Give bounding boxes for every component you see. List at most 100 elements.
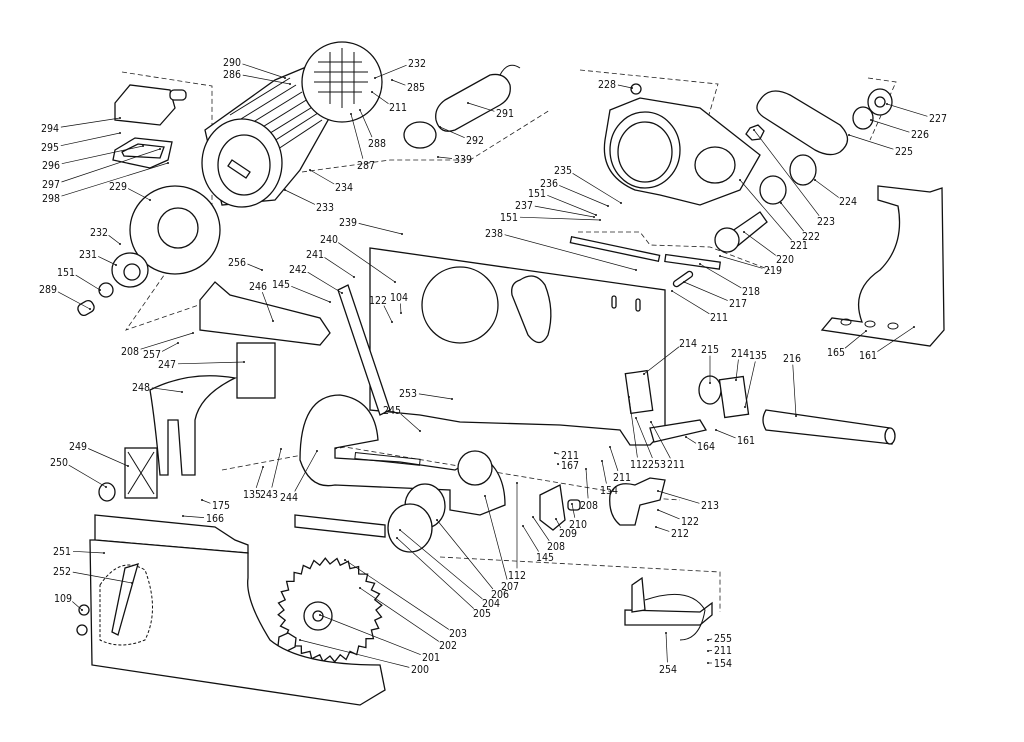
part-number-label: 213 [701, 500, 719, 512]
leader-dot [177, 342, 179, 344]
leader-line [555, 518, 562, 529]
leader-line [61, 148, 161, 183]
shafts [569, 235, 721, 288]
part-number-label: 151 [57, 267, 75, 279]
leader-dot [127, 465, 129, 467]
leader-dot [522, 525, 524, 527]
leader-dot [289, 83, 291, 85]
leader-line [655, 526, 670, 532]
part-number-label: 109 [54, 593, 72, 605]
leader-line [522, 525, 539, 552]
leader-line [739, 179, 792, 241]
leader-line [400, 303, 402, 314]
leader-line [609, 446, 619, 472]
part-number-label: 212 [671, 528, 689, 540]
knob-210 [567, 499, 581, 511]
ring-205 [387, 503, 433, 553]
leader-line [127, 188, 151, 201]
leader-line [504, 234, 637, 271]
part-number-label: 253 [648, 459, 666, 471]
leader-dot [744, 406, 746, 408]
leader-dot [739, 179, 741, 181]
leader-line [319, 614, 421, 656]
bracket-254 [624, 576, 713, 641]
leader-line [344, 559, 449, 630]
part-number-label: 135 [243, 489, 261, 501]
main-panel-body [369, 247, 666, 446]
plate-214b [718, 375, 750, 419]
part-number-label: 239 [339, 217, 357, 229]
leader-line [161, 342, 179, 352]
part-number-label: 135 [749, 350, 767, 362]
belt-cover-hub [694, 146, 736, 184]
bracket-165 [820, 185, 945, 347]
plate-214a [624, 369, 654, 415]
part-number-label: 244 [280, 492, 298, 504]
leader-dot [650, 421, 652, 423]
part-number-label: 229 [109, 181, 127, 193]
leader-dot [451, 398, 453, 400]
leader-dot [707, 639, 709, 641]
part-number-label: 221 [790, 240, 808, 252]
leader-dot [795, 415, 797, 417]
leader-line [98, 256, 117, 266]
leader-line [350, 113, 364, 159]
leader-dot [620, 202, 622, 204]
leader-line [635, 417, 653, 459]
part-number-label: 223 [817, 216, 835, 228]
leader-line [75, 274, 101, 291]
leader-line [182, 515, 205, 518]
shaft-group-boundary [578, 231, 771, 271]
part-number-label: 247 [158, 359, 176, 371]
leader-line [437, 156, 453, 159]
leader-dot [167, 162, 169, 164]
part-number-label: 200 [411, 664, 429, 676]
leader-dot [707, 650, 709, 652]
leader-dot [142, 145, 144, 147]
part-number-label: 215 [701, 344, 719, 356]
leader-line [848, 134, 894, 150]
plug-109a [78, 604, 90, 616]
part-number-label: 237 [515, 200, 533, 212]
leader-dot [243, 361, 245, 363]
part-number-label: 112 [630, 459, 648, 471]
tube-216-body [762, 409, 896, 445]
leader-line [358, 223, 403, 235]
leader-line [201, 499, 211, 504]
part-number-label: 211 [667, 459, 685, 471]
bracket-254-body [624, 601, 713, 626]
leader-dot [272, 320, 274, 322]
leader-dot [359, 587, 361, 589]
part-number-label: 297 [42, 179, 60, 191]
leader-line [383, 305, 393, 323]
leader-dot [557, 463, 559, 465]
leader-dot [484, 495, 486, 497]
leader-line [177, 361, 245, 365]
leader-line [88, 448, 129, 467]
dust-tube-spout [499, 64, 521, 76]
leader-dot [743, 231, 745, 233]
leader-dot [665, 632, 667, 634]
bracket-164 [649, 419, 708, 443]
part-number-label: 234 [335, 182, 353, 194]
part-number-label: 245 [383, 405, 401, 417]
leader-line [547, 194, 597, 216]
leader-dot [329, 301, 331, 303]
leader-dot [262, 466, 264, 468]
leader-line [140, 332, 194, 350]
leader-dot [585, 468, 587, 470]
leader-dot [814, 179, 816, 181]
leader-line [72, 550, 105, 554]
part-number-label: 214 [731, 348, 749, 360]
leader-dot [628, 396, 630, 398]
switch-plate [121, 143, 165, 159]
leader-line [601, 460, 607, 484]
leader-dot [353, 276, 355, 278]
leader-line [699, 263, 742, 289]
panel-round-cutout [421, 266, 499, 344]
cradle-213 [609, 477, 666, 526]
leader-line [744, 361, 756, 408]
panel-kidney-cutout [511, 275, 552, 344]
part-number-label: 202 [439, 640, 457, 652]
shaft-218 [664, 253, 721, 270]
